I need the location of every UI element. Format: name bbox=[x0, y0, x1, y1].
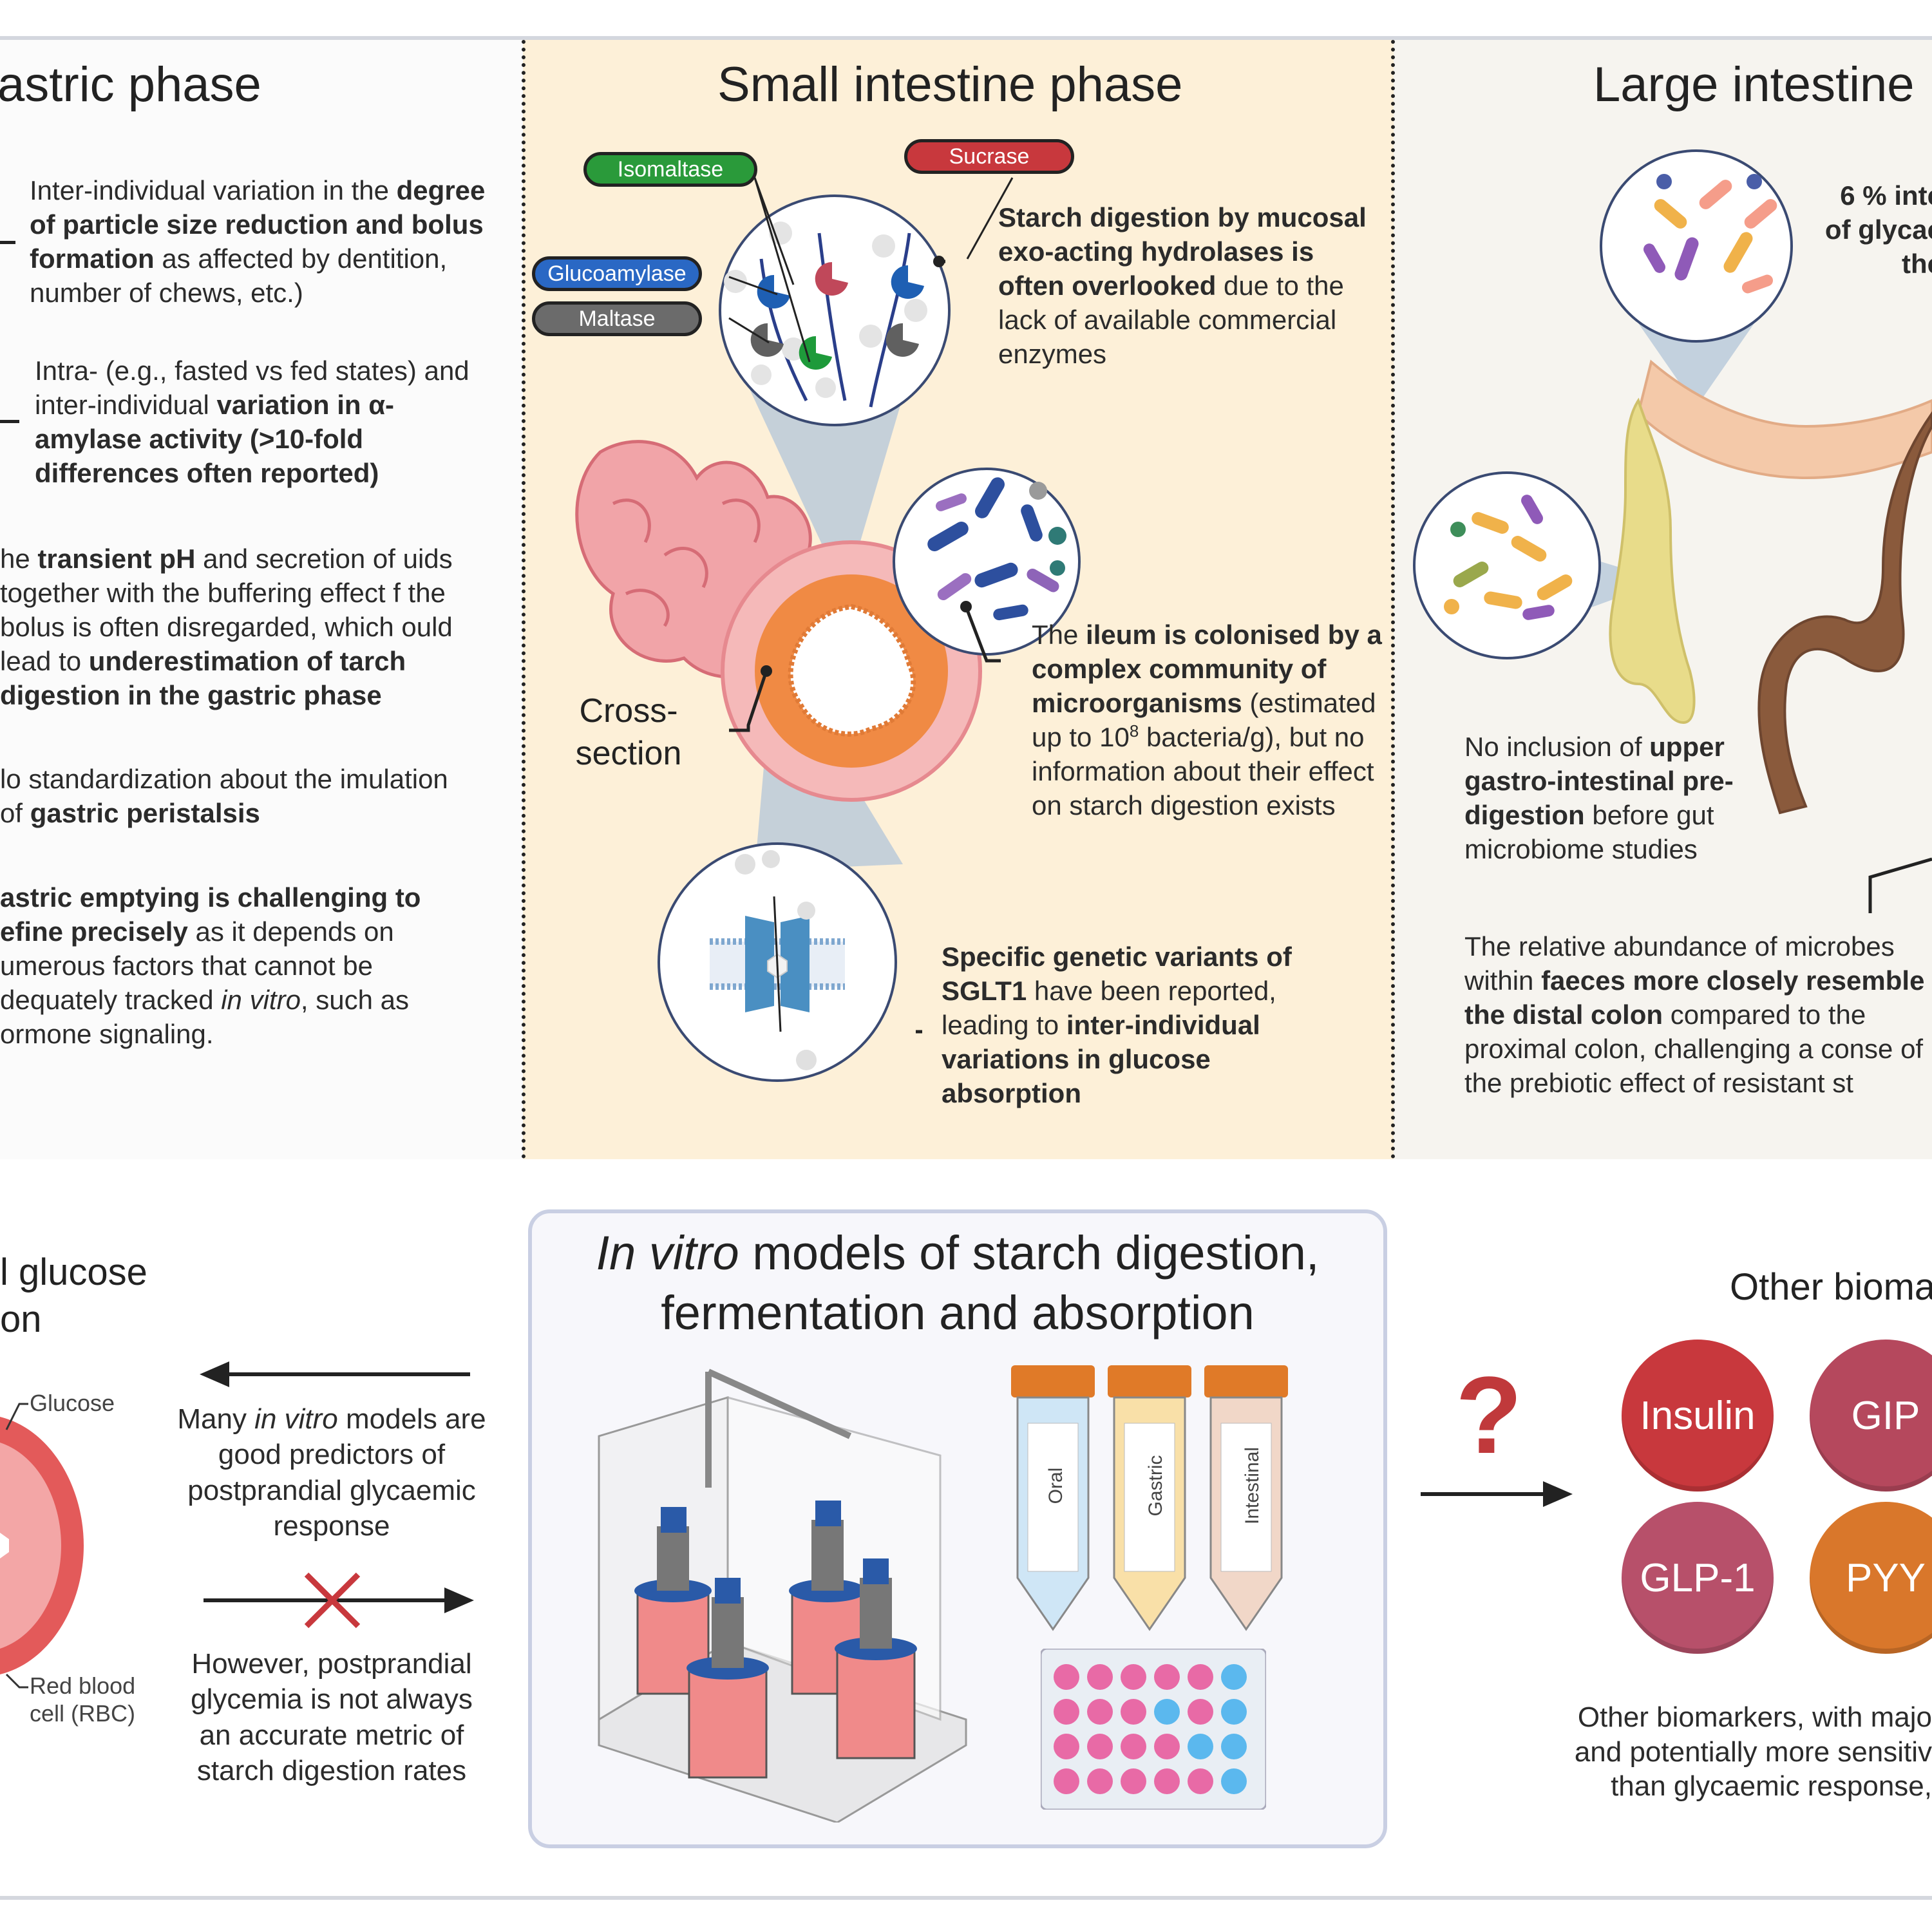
rbc-label: Red blood cell (RBC) bbox=[30, 1672, 136, 1727]
enzyme-isomaltase: Isomaltase bbox=[583, 152, 757, 187]
tube-intestinal bbox=[1204, 1365, 1288, 1631]
gastric-bracket-1 bbox=[0, 241, 15, 244]
enzyme-maltase: Maltase bbox=[532, 301, 702, 336]
well bbox=[1154, 1734, 1180, 1759]
small-intestine-title: Small intestine phase bbox=[717, 57, 1183, 112]
divider-right bbox=[1391, 40, 1395, 1159]
cross-section-leader bbox=[729, 670, 768, 732]
in-vitro-title: In vitro models of starch digestion, fer… bbox=[596, 1226, 1320, 1340]
question-mark: ? bbox=[1455, 1354, 1522, 1477]
gastric-panel bbox=[0, 40, 523, 1159]
well bbox=[1154, 1664, 1180, 1690]
other-biomarkers-title: Other bioma bbox=[1730, 1266, 1932, 1308]
tube-label-gastric: Gastric bbox=[1145, 1455, 1166, 1517]
bottom-border bbox=[0, 1896, 1932, 1900]
colon-microbiome-circle-top bbox=[1600, 149, 1793, 343]
digestion-tubes bbox=[1011, 1365, 1288, 1631]
cross-section-label: Cross- section bbox=[575, 692, 682, 772]
bacteria-zoom-circle bbox=[893, 468, 1081, 656]
glucose-leaders bbox=[5, 1403, 28, 1689]
blood-vessel-illustration bbox=[0, 1417, 84, 1674]
large-intestine-title: Large intestine bbox=[1593, 57, 1915, 112]
gastric-text-peristalsis: lo standardization about the imulation o… bbox=[0, 764, 448, 828]
enzyme-glucoamylase: Glucoamylase bbox=[532, 256, 702, 291]
divider-left bbox=[522, 40, 526, 1159]
arrow-text-predictors: Many in vitro models are good predictors… bbox=[177, 1403, 486, 1542]
arrow-left bbox=[200, 1361, 470, 1387]
biomarker-gip: GIP bbox=[1810, 1340, 1932, 1492]
well bbox=[1221, 1768, 1247, 1794]
well bbox=[1087, 1768, 1113, 1794]
well bbox=[1188, 1768, 1213, 1794]
tube-oral bbox=[1011, 1365, 1095, 1631]
gastric-phase-title: astric phase bbox=[0, 57, 261, 112]
well bbox=[1154, 1699, 1180, 1725]
small-callout-hydrolases: Starch digestion by mucosal exo-acting h… bbox=[998, 202, 1367, 369]
well bbox=[1087, 1699, 1113, 1725]
descending-colon bbox=[1757, 411, 1932, 815]
well bbox=[1188, 1664, 1213, 1690]
bacteria-leader bbox=[964, 606, 1001, 663]
well bbox=[1087, 1664, 1113, 1690]
gastric-bracket-2 bbox=[0, 420, 19, 423]
well bbox=[1054, 1768, 1079, 1794]
well bbox=[1188, 1699, 1213, 1725]
gastric-text-ph: he transient pH and secretion of uids to… bbox=[0, 544, 453, 710]
enzyme-sucrase: Sucrase bbox=[904, 139, 1074, 174]
well bbox=[1054, 1734, 1079, 1759]
well bbox=[1121, 1664, 1146, 1690]
well bbox=[1188, 1734, 1213, 1759]
ascending-colon bbox=[1609, 397, 1696, 724]
large-callout-top: 6 % inteof glycaethe bbox=[1824, 180, 1932, 279]
sglt1-zoom-circle bbox=[658, 842, 897, 1082]
well bbox=[1054, 1699, 1079, 1725]
well bbox=[1221, 1699, 1247, 1725]
large-callout-pre-digestion: No inclusion of upper gastro-intestinal … bbox=[1464, 732, 1734, 864]
small-callout-sglt1: Specific genetic variants of SGLT1 have … bbox=[942, 942, 1292, 1108]
gastric-text-particle-size: Inter-individual variation in the degree… bbox=[30, 175, 486, 308]
well bbox=[1054, 1664, 1079, 1690]
well bbox=[1154, 1768, 1180, 1794]
well bbox=[1221, 1664, 1247, 1690]
glucose-title: l glucose on bbox=[0, 1251, 147, 1340]
arrow-right-crossed bbox=[204, 1572, 474, 1629]
large-bracket bbox=[1868, 857, 1932, 913]
tube-label-oral: Oral bbox=[1045, 1467, 1066, 1504]
gastric-text-emptying: astric emptying is challenging to efine … bbox=[0, 882, 421, 1049]
large-intestine-illustration bbox=[1413, 149, 1932, 913]
well bbox=[1121, 1768, 1146, 1794]
well bbox=[1121, 1734, 1146, 1759]
other-biomarkers-text: Other biomarkers, with majo and potentia… bbox=[1574, 1701, 1932, 1803]
well bbox=[1087, 1734, 1113, 1759]
tube-label-intestinal: Intestinal bbox=[1242, 1446, 1263, 1524]
well-plate bbox=[1041, 1649, 1266, 1810]
gastric-text-amylase: Intra- (e.g., fasted vs fed states) and … bbox=[35, 355, 469, 488]
small-intestine-illustration bbox=[575, 177, 1081, 1082]
glucose-label: Glucose bbox=[30, 1390, 115, 1416]
bioreactor-illustration bbox=[598, 1368, 967, 1823]
zoom-cone-colon-top bbox=[1638, 323, 1754, 407]
biomarker-glp1: GLP-1 bbox=[1622, 1502, 1774, 1654]
arrow-to-biomarkers bbox=[1421, 1481, 1573, 1507]
small-callout-ileum: The ileum is colonised by a complex comm… bbox=[1032, 620, 1382, 820]
biomarker-insulin: Insulin bbox=[1622, 1340, 1774, 1492]
enzyme-zoom-circle bbox=[719, 194, 951, 426]
well bbox=[1121, 1699, 1146, 1725]
tube-gastric bbox=[1108, 1365, 1191, 1631]
top-border bbox=[0, 36, 1932, 40]
biomarker-pyy: PYY bbox=[1810, 1502, 1932, 1654]
large-callout-faeces: The relative abundance of microbes withi… bbox=[1464, 931, 1925, 1098]
arrow-text-however: However, postprandial glycemia is not al… bbox=[191, 1648, 473, 1787]
colon-microbiome-circle-left bbox=[1413, 471, 1601, 659]
enzyme-leaders bbox=[728, 177, 1014, 363]
well bbox=[1221, 1734, 1247, 1759]
